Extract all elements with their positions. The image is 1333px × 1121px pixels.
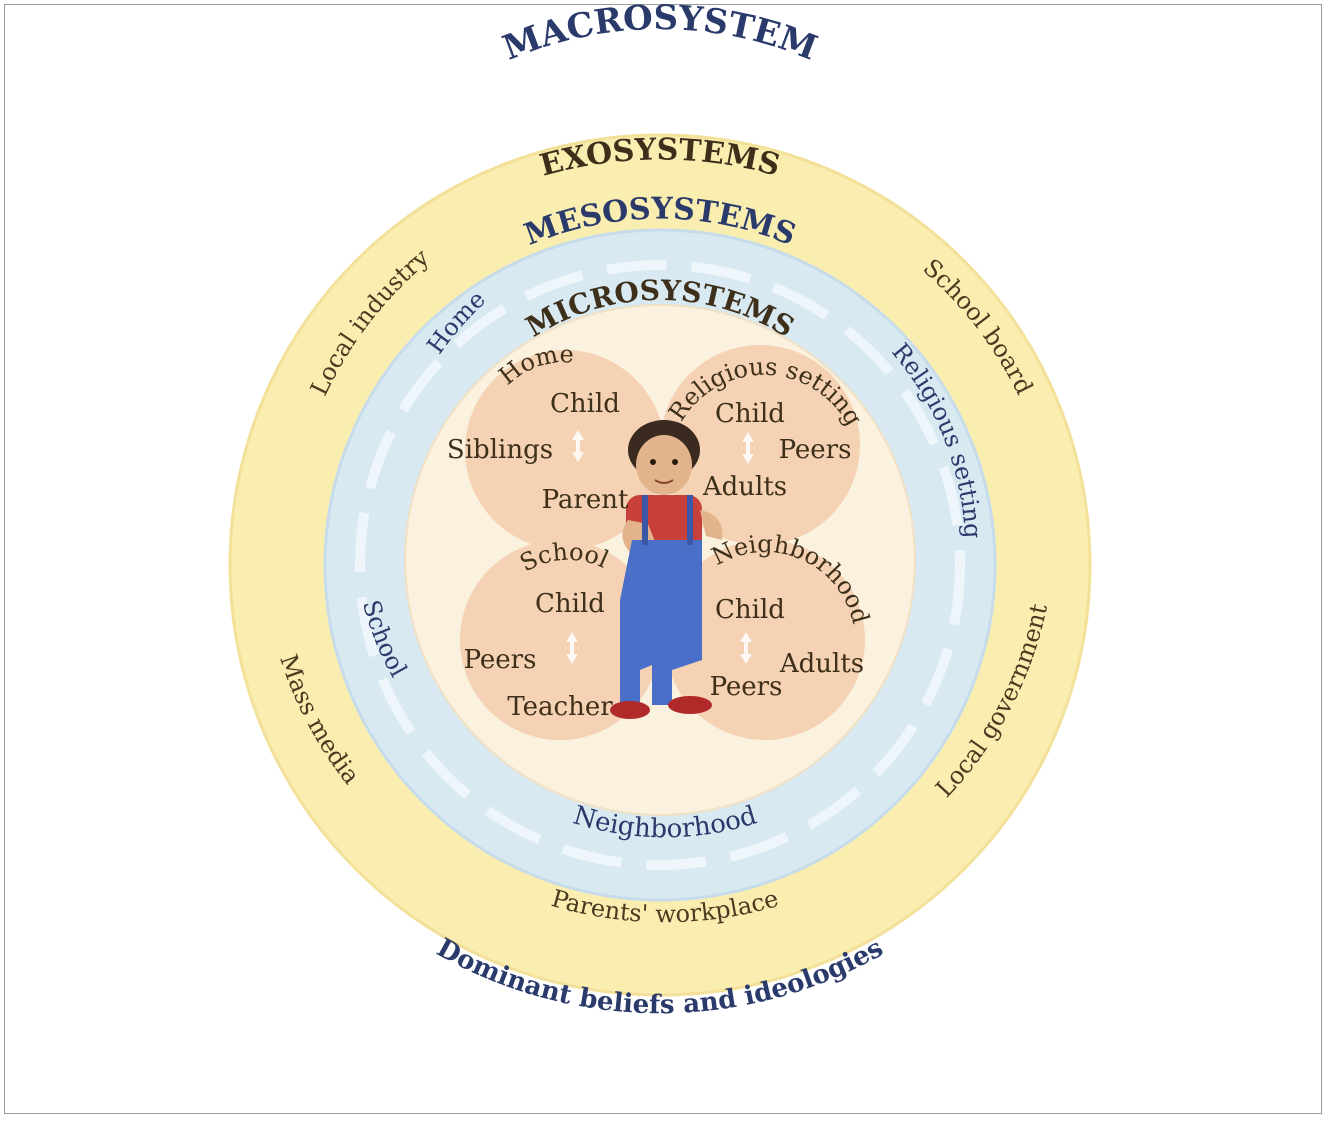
micro-neighborhood-adults: Adults — [779, 649, 864, 679]
micro-home-child: Child — [550, 389, 620, 419]
micro-religious-adults: Adults — [702, 472, 787, 502]
micro-lobe-neighborhood — [665, 540, 865, 740]
child-figure — [610, 420, 723, 719]
micro-home-siblings: Siblings — [447, 435, 553, 465]
micro-lobe-home — [465, 350, 665, 550]
micro-school-peers: Peers — [464, 645, 537, 675]
micro-school-teacher: Teacher — [507, 692, 613, 722]
micro-religious-peers: Peers — [779, 435, 852, 465]
micro-arrows — [566, 430, 754, 664]
mesosystem-flow-ring — [355, 260, 965, 870]
micro-lobe-religious — [660, 345, 860, 545]
micro-neighborhood-child: Child — [715, 595, 785, 625]
micro-lobe-school — [460, 540, 660, 740]
micro-religious-child: Child — [715, 399, 785, 429]
micro-neighborhood-peers: Peers — [710, 672, 783, 702]
micro-school-child: Child — [535, 589, 605, 619]
micro-home-parent: Parent — [542, 485, 629, 515]
macrosystem-title: MACROSYSTEM — [498, 0, 823, 69]
